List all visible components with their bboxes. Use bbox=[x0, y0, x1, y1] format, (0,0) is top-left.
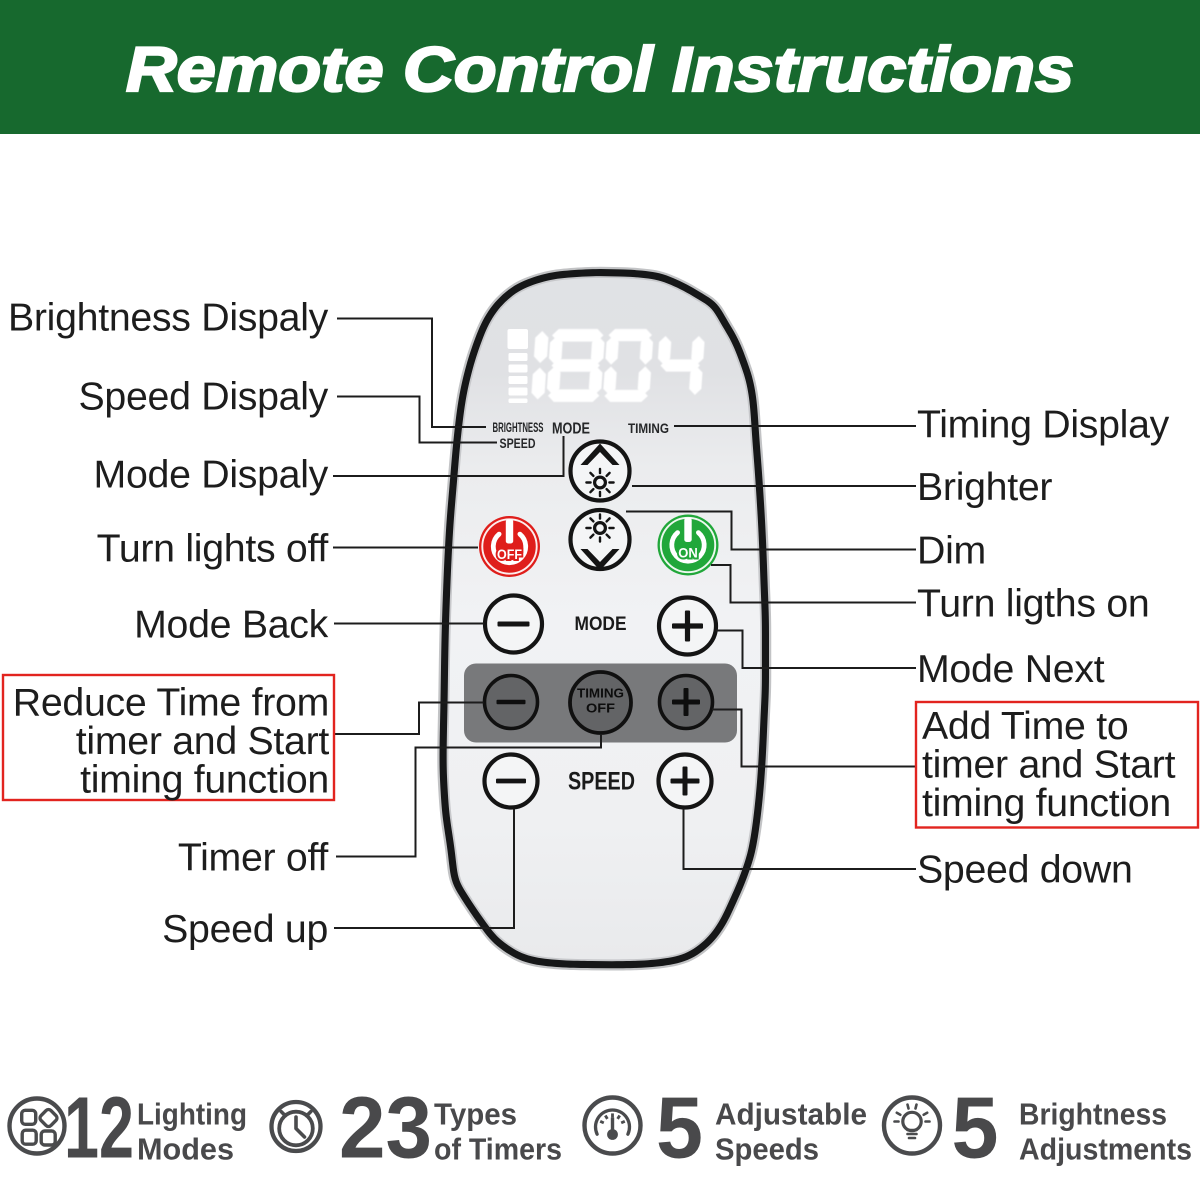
svg-text:Mode Dispaly: Mode Dispaly bbox=[94, 453, 329, 497]
svg-text:Brighter: Brighter bbox=[917, 465, 1052, 509]
svg-text:Add Time to: Add Time to bbox=[922, 704, 1128, 748]
svg-text:Speeds: Speeds bbox=[715, 1132, 819, 1167]
svg-text:timing function: timing function bbox=[80, 758, 329, 802]
svg-text:TIMING: TIMING bbox=[577, 686, 624, 701]
svg-text:5: 5 bbox=[952, 1080, 999, 1177]
svg-text:Brightness: Brightness bbox=[1019, 1097, 1167, 1132]
svg-text:timing function: timing function bbox=[922, 781, 1171, 825]
svg-text:MODE: MODE bbox=[575, 613, 627, 635]
svg-text:Turn ligths on: Turn ligths on bbox=[917, 582, 1149, 626]
svg-text:Adjustable: Adjustable bbox=[715, 1097, 867, 1132]
svg-text:Modes: Modes bbox=[137, 1132, 234, 1167]
svg-text:Brightness Dispaly: Brightness Dispaly bbox=[8, 296, 329, 340]
svg-text:timer and Start: timer and Start bbox=[922, 743, 1176, 787]
svg-text:timer and Start: timer and Start bbox=[76, 719, 330, 763]
svg-text:Speed Dispaly: Speed Dispaly bbox=[79, 375, 329, 419]
svg-text:SPEED: SPEED bbox=[500, 436, 536, 451]
svg-text:Types: Types bbox=[434, 1097, 517, 1132]
svg-text:BRIGHTNESS: BRIGHTNESS bbox=[493, 420, 544, 435]
svg-text:5: 5 bbox=[656, 1080, 703, 1177]
svg-text:Timer off: Timer off bbox=[178, 836, 329, 880]
svg-text:23: 23 bbox=[339, 1080, 432, 1177]
svg-text:Lighting: Lighting bbox=[137, 1097, 247, 1132]
svg-text:Remote Control Instructions: Remote Control Instructions bbox=[126, 35, 1074, 105]
svg-text:Reduce Time from: Reduce Time from bbox=[13, 681, 329, 725]
svg-text:OFF: OFF bbox=[586, 701, 615, 716]
svg-text:Dim: Dim bbox=[917, 529, 986, 573]
svg-text:Speed up: Speed up bbox=[162, 907, 328, 951]
svg-text:Timing Display: Timing Display bbox=[917, 403, 1170, 447]
svg-text:ON: ON bbox=[678, 544, 698, 560]
svg-text:MODE: MODE bbox=[552, 421, 590, 438]
svg-text:TIMING: TIMING bbox=[628, 421, 669, 436]
svg-text:SPEED: SPEED bbox=[568, 768, 635, 796]
svg-text:Mode Back: Mode Back bbox=[134, 603, 329, 647]
svg-text:12: 12 bbox=[64, 1080, 134, 1177]
svg-text:of Timers: of Timers bbox=[434, 1132, 562, 1167]
svg-text:Turn lights off: Turn lights off bbox=[97, 527, 329, 571]
svg-text:Speed down: Speed down bbox=[917, 848, 1133, 892]
svg-text:Mode Next: Mode Next bbox=[917, 647, 1105, 691]
svg-text:OFF: OFF bbox=[497, 547, 522, 562]
svg-text:Adjustments: Adjustments bbox=[1019, 1132, 1192, 1167]
